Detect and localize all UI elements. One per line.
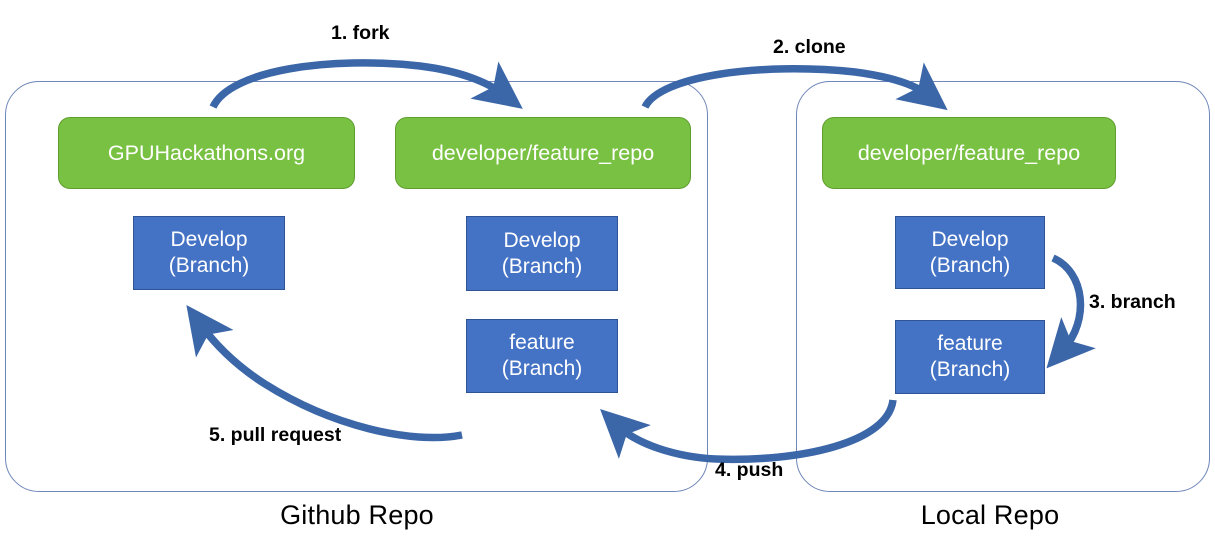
node-local-repo[interactable]: developer/feature_repo bbox=[822, 117, 1116, 189]
node-upstream-develop-branch[interactable]: Develop (Branch) bbox=[133, 216, 285, 290]
branch-kind: (Branch) bbox=[501, 357, 583, 380]
step-label-fork: 1. fork bbox=[331, 22, 390, 44]
branch-kind: (Branch) bbox=[501, 254, 583, 278]
branch-name: Develop bbox=[503, 228, 581, 252]
node-fork-feature-branch[interactable]: feature (Branch) bbox=[466, 319, 618, 393]
branch-name: Develop bbox=[170, 228, 248, 252]
step-label-pull-request: 5. pull request bbox=[209, 424, 342, 446]
local-repo-container bbox=[796, 81, 1210, 492]
step-label-clone: 2. clone bbox=[773, 36, 846, 58]
node-local-develop-branch[interactable]: Develop (Branch) bbox=[895, 216, 1045, 289]
node-gpuhackathons-org[interactable]: GPUHackathons.org bbox=[58, 117, 355, 189]
node-github-fork-repo[interactable]: developer/feature_repo bbox=[395, 117, 691, 189]
step-label-push: 4. push bbox=[715, 459, 784, 481]
branch-kind: (Branch) bbox=[929, 358, 1011, 381]
step-label-branch: 3. branch bbox=[1089, 291, 1176, 313]
node-fork-develop-branch[interactable]: Develop (Branch) bbox=[466, 216, 618, 291]
branch-name: Develop bbox=[931, 227, 1009, 251]
branch-name: feature bbox=[937, 332, 1003, 356]
node-local-feature-branch[interactable]: feature (Branch) bbox=[895, 320, 1045, 394]
local-repo-caption: Local Repo bbox=[920, 500, 1060, 530]
branch-kind: (Branch) bbox=[929, 253, 1011, 277]
branch-name: feature bbox=[509, 331, 575, 355]
github-repo-caption: Github Repo bbox=[280, 500, 434, 530]
branch-kind: (Branch) bbox=[168, 254, 250, 277]
